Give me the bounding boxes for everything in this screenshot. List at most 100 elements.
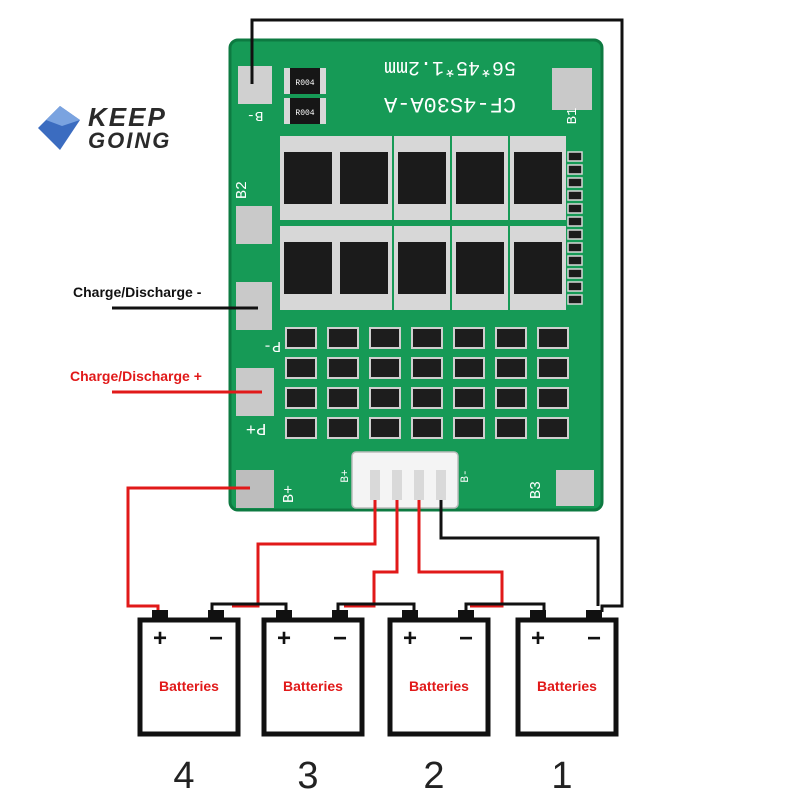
mosfet bbox=[514, 152, 562, 204]
wire-balance-4 bbox=[439, 500, 600, 606]
battery-minus-sign: − bbox=[209, 625, 223, 652]
balance-connector: B+ B- bbox=[340, 451, 472, 509]
connector-pin-1 bbox=[370, 470, 380, 500]
battery-label: Batteries bbox=[537, 678, 597, 694]
mosfet-leg bbox=[290, 206, 298, 220]
connector-pin-2 bbox=[392, 470, 402, 500]
shunt-resistor-2-end-left bbox=[284, 98, 290, 124]
series-link-4-3 bbox=[210, 602, 288, 612]
ic-chip bbox=[369, 327, 401, 349]
mosfet-leg bbox=[404, 206, 412, 220]
battery-body bbox=[387, 617, 491, 737]
mosfet bbox=[456, 242, 504, 294]
battery-plus-sign: + bbox=[531, 625, 545, 652]
smd-component bbox=[567, 229, 583, 240]
battery-plus-sign: + bbox=[277, 625, 291, 652]
ic-chip bbox=[327, 387, 359, 409]
label-pad-b-minus: B- bbox=[247, 107, 264, 123]
label-pad-b-plus: B+ bbox=[281, 485, 298, 503]
battery-minus-sign: − bbox=[587, 625, 601, 652]
wiring bbox=[112, 18, 624, 614]
mosfet-leg bbox=[404, 296, 412, 310]
ic-chip bbox=[537, 357, 569, 379]
pad-b3 bbox=[556, 470, 594, 506]
mosfet-leg bbox=[432, 206, 440, 220]
mosfet bbox=[514, 242, 562, 294]
mosfet bbox=[284, 152, 332, 204]
battery-minus-sign: − bbox=[459, 625, 473, 652]
smd-component bbox=[567, 190, 583, 201]
label-pad-p-plus: P+ bbox=[246, 418, 266, 437]
shunt-resistor-1 bbox=[284, 68, 326, 94]
smd-component bbox=[567, 151, 583, 162]
pad-b2 bbox=[236, 206, 272, 244]
connector-label-b-minus: B- bbox=[460, 469, 472, 482]
pad-p-minus bbox=[236, 282, 272, 330]
mosfet-leg bbox=[462, 296, 470, 310]
ic-chip bbox=[453, 387, 485, 409]
ic-chip bbox=[537, 387, 569, 409]
pad-b1 bbox=[552, 68, 592, 110]
ic-chip bbox=[495, 417, 527, 439]
battery-plus-sign: + bbox=[153, 625, 167, 652]
mosfet bbox=[340, 242, 388, 294]
shunt-resistor-2-end-right bbox=[320, 98, 326, 124]
ic-chip bbox=[369, 417, 401, 439]
ic-chip bbox=[495, 327, 527, 349]
ic-chip bbox=[453, 417, 485, 439]
mosfet-leg bbox=[290, 296, 298, 310]
side-component-strip bbox=[567, 151, 583, 305]
ic-chip bbox=[285, 357, 317, 379]
battery-number: 1 bbox=[551, 755, 572, 797]
ic-chip bbox=[411, 327, 443, 349]
ic-chip bbox=[495, 387, 527, 409]
smd-component bbox=[567, 242, 583, 253]
battery-minus-sign: − bbox=[333, 625, 347, 652]
shunt-resistor-2-label: R004 bbox=[295, 109, 314, 118]
ic-chip bbox=[537, 327, 569, 349]
mosfet-leg bbox=[490, 296, 498, 310]
mosfet-leg bbox=[520, 206, 528, 220]
series-link-3-2 bbox=[336, 602, 416, 612]
shunt-resistor-1-end-right bbox=[320, 68, 326, 94]
smd-component bbox=[567, 268, 583, 279]
shunt-resistor-2 bbox=[284, 98, 326, 124]
ic-chip bbox=[285, 387, 317, 409]
mosfet-leg bbox=[346, 206, 354, 220]
logo-icon-facet bbox=[46, 106, 80, 126]
battery-body bbox=[137, 617, 241, 737]
ic-chip bbox=[369, 357, 401, 379]
mosfet-leg bbox=[548, 296, 556, 310]
mosfet-array bbox=[280, 136, 566, 310]
smd-component bbox=[567, 203, 583, 214]
battery-number: 3 bbox=[297, 755, 318, 797]
shunt-resistor-1-end-left bbox=[284, 68, 290, 94]
battery-plus-sign: + bbox=[403, 625, 417, 652]
smd-component bbox=[567, 294, 583, 305]
mosfet-leg bbox=[548, 206, 556, 220]
mosfet-leg bbox=[490, 206, 498, 220]
mosfet-leg bbox=[462, 206, 470, 220]
ic-chip bbox=[327, 417, 359, 439]
mosfet bbox=[284, 242, 332, 294]
smd-component bbox=[567, 281, 583, 292]
logo-line2: GOING bbox=[88, 128, 171, 153]
wire-balance-2 bbox=[344, 500, 399, 608]
connector-pin-3 bbox=[414, 470, 424, 500]
battery-body bbox=[515, 617, 619, 737]
label-pad-b2: B2 bbox=[234, 181, 251, 199]
pcb-board: B- R004 R004 56*45*1.2mm CF-4S30A-A B1 B… bbox=[228, 38, 604, 512]
ic-chip bbox=[285, 327, 317, 349]
smd-component bbox=[567, 216, 583, 227]
smd-component bbox=[567, 164, 583, 175]
ic-chip bbox=[285, 417, 317, 439]
ic-chip bbox=[411, 387, 443, 409]
mosfet bbox=[456, 152, 504, 204]
ic-chip bbox=[327, 357, 359, 379]
ic-chip bbox=[327, 327, 359, 349]
connector-label-b-plus: B+ bbox=[340, 469, 352, 482]
pcb-edge bbox=[228, 38, 604, 512]
